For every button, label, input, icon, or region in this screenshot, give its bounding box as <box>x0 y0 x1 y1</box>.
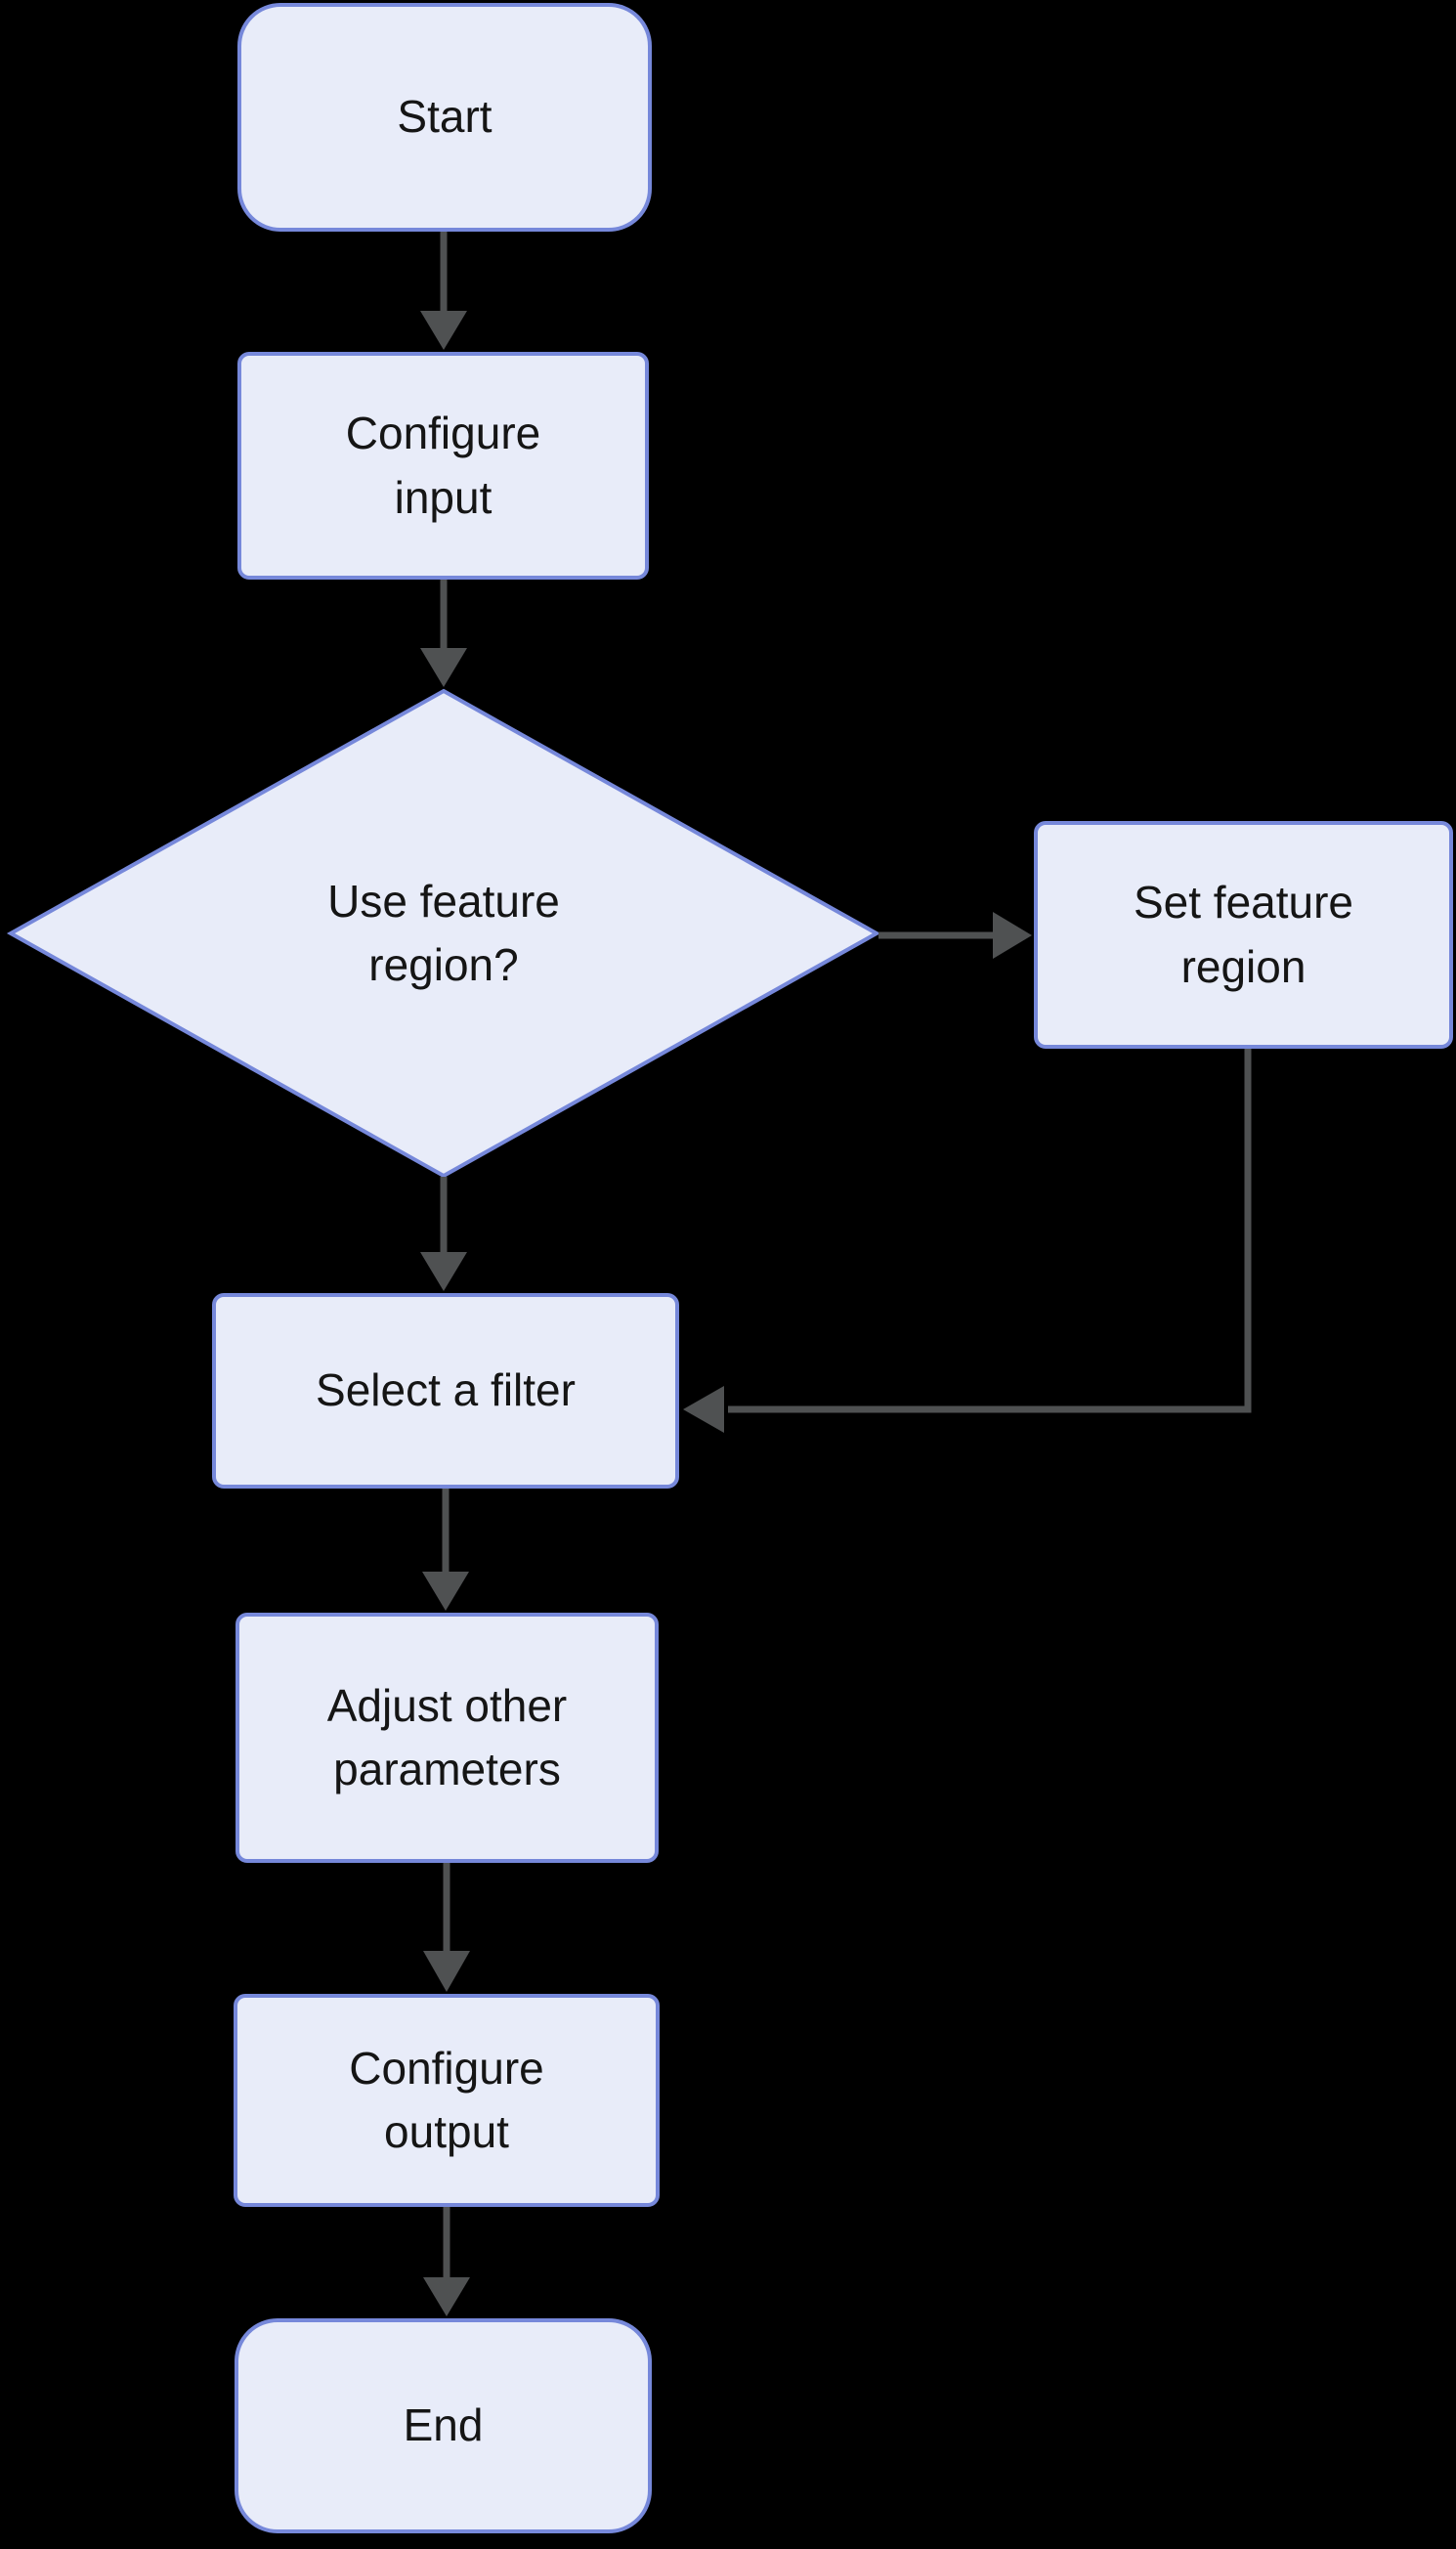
node-start-label: Start <box>397 91 492 143</box>
edge-set-feature-region-to-select-filter <box>683 1048 1252 1433</box>
node-use-feature-region-label: Use feature region? <box>327 875 560 990</box>
edge-configure-input-to-decision <box>420 579 467 687</box>
edge-select-filter-to-adjust-parameters <box>422 1488 469 1611</box>
node-use-feature-region: Use feature region? <box>7 689 880 1178</box>
node-select-filter: Select a filter <box>212 1293 679 1489</box>
edge-configure-output-to-end <box>423 2207 470 2316</box>
node-configure-output: Configure output <box>234 1994 660 2207</box>
node-set-feature-region-label: Set feature region <box>1133 877 1354 992</box>
node-configure-output-label: Configure output <box>349 2042 544 2157</box>
node-adjust-parameters: Adjust other parameters <box>236 1613 659 1863</box>
node-select-filter-label: Select a filter <box>316 1364 576 1416</box>
node-set-feature-region: Set feature region <box>1034 821 1453 1049</box>
edge-adjust-parameters-to-configure-output <box>423 1863 470 1992</box>
edge-decision-to-set-feature-region <box>878 912 1032 959</box>
node-configure-input-label: Configure input <box>345 408 541 523</box>
node-adjust-parameters-label: Adjust other parameters <box>326 1679 568 1794</box>
node-start: Start <box>237 3 652 232</box>
node-end-label: End <box>403 2399 484 2451</box>
edge-start-to-configure-input <box>420 232 467 350</box>
edge-decision-to-select-filter <box>420 1177 467 1291</box>
node-end: End <box>235 2318 652 2533</box>
node-configure-input: Configure input <box>237 352 649 580</box>
decision-diamond-shape <box>6 688 881 1179</box>
